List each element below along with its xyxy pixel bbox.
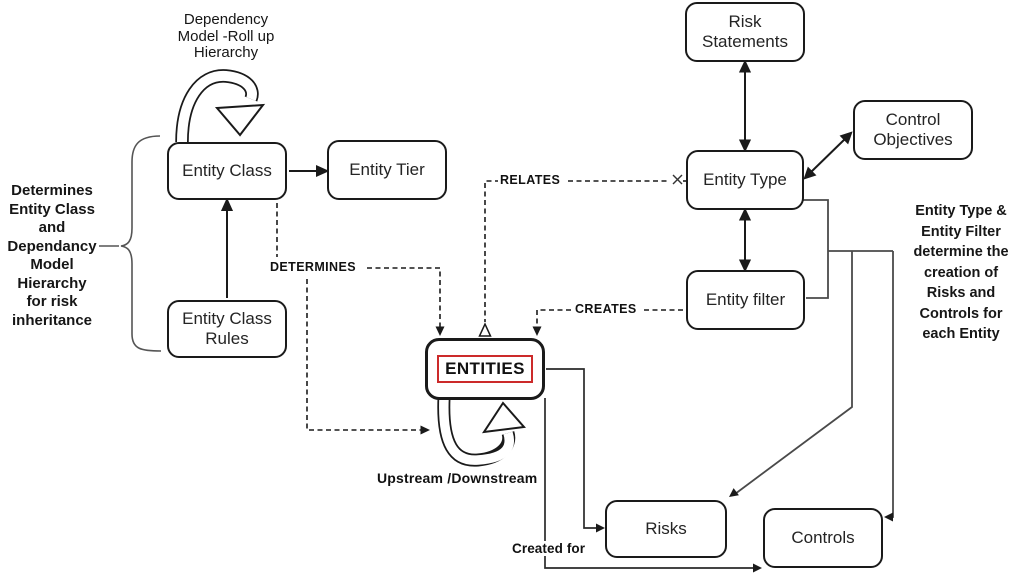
edge-label-upstream-downstream: Upstream /Downstream: [375, 470, 540, 486]
relates-x-marker: [672, 174, 683, 185]
node-risks-label: Risks: [645, 519, 687, 538]
node-risk-statements-label: Risk Statements: [702, 12, 788, 51]
note-right-type-filter: Entity Type & Entity Filter determine th…: [913, 203, 1009, 342]
node-entities-label: ENTITIES: [437, 355, 533, 383]
node-entity-class-rules: Entity Class Rules: [167, 300, 287, 358]
note-dependency-rollup: Dependency Model -Roll up Hierarchy: [177, 11, 275, 61]
node-risk-statements: Risk Statements: [685, 2, 805, 62]
entities-output-lines: [544, 368, 755, 569]
node-entities: ENTITIES: [425, 338, 545, 400]
node-controls: Controls: [763, 508, 883, 568]
node-entity-tier: Entity Tier: [327, 140, 447, 200]
edge-label-created-for: Created for: [510, 541, 588, 556]
note-left-inheritance: Determines Entity Class and Dependancy M…: [7, 182, 97, 329]
edge-label-relates: RELATES: [498, 173, 563, 187]
dependency-rollup-loop-icon: [175, 69, 266, 143]
node-control-objectives-label: Control Objectives: [873, 110, 953, 149]
arrow-into-risks-left: [596, 523, 605, 533]
edge-label-determines: DETERMINES: [268, 260, 358, 274]
node-entity-filter-label: Entity filter: [705, 290, 786, 309]
upstream-downstream-loop-icon: [437, 397, 526, 467]
relates-open-arrowhead: [478, 322, 492, 337]
edge-label-creates: CREATES: [573, 302, 639, 316]
arrow-into-risks-top: [729, 488, 739, 497]
type-filter-bracket: [734, 199, 894, 518]
node-entity-class-rules-label: Entity Class Rules: [182, 309, 272, 348]
arrow-into-controls-bottom: [753, 563, 762, 573]
node-risks: Risks: [605, 500, 727, 558]
arrow-determines-into-entities: [435, 326, 445, 336]
node-control-objectives: Control Objectives: [853, 100, 973, 160]
dashed-connectors: [276, 180, 687, 431]
node-controls-label: Controls: [791, 528, 855, 547]
node-entity-tier-label: Entity Tier: [349, 160, 425, 179]
solid-arrows: [220, 59, 853, 298]
arrow-creates-into-entities: [532, 326, 542, 336]
left-brace: [99, 135, 162, 352]
node-entity-type: Entity Type: [686, 150, 804, 210]
arrow-determines-into-loop: [420, 425, 430, 435]
arrow-into-controls-right: [884, 512, 893, 522]
node-entity-filter: Entity filter: [686, 270, 805, 330]
node-entity-class: Entity Class: [167, 142, 287, 200]
node-entity-type-label: Entity Type: [703, 170, 787, 189]
node-entity-class-label: Entity Class: [182, 161, 272, 180]
